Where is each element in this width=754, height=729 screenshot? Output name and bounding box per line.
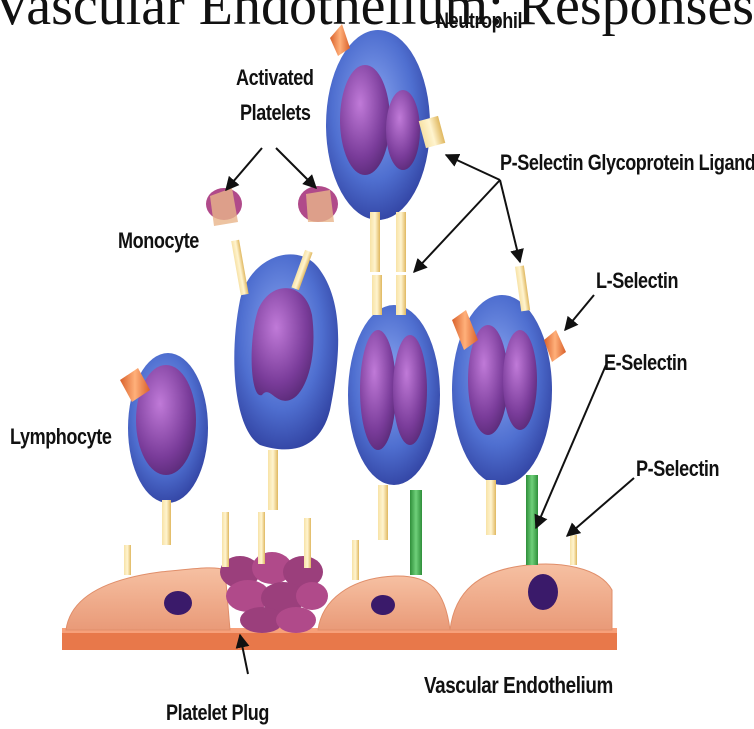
neutrophil-right	[452, 266, 566, 565]
label-neutrophil: Neutrophil	[436, 8, 522, 34]
basement-membrane	[62, 628, 617, 650]
monocyte-cell	[231, 240, 338, 510]
label-l-selectin: L-Selectin	[596, 268, 678, 294]
label-platelet-plug: Platelet Plug	[166, 700, 269, 726]
label-activated-platelets-line1: Activated	[236, 65, 314, 91]
neutrophil-middle	[348, 275, 440, 575]
label-psgl1: P-Selectin Glycoprotein Ligand 1	[500, 150, 754, 176]
neutrophil-top	[326, 24, 445, 272]
platelet-plug	[220, 552, 328, 633]
label-lymphocyte: Lymphocyte	[10, 424, 112, 450]
endothelial-cells	[66, 564, 612, 630]
lymphocyte-cell	[120, 353, 208, 545]
label-p-selectin: P-Selectin	[636, 456, 719, 482]
activated-platelets	[206, 186, 338, 226]
label-monocyte: Monocyte	[118, 228, 199, 254]
label-vascular-endothelium: Vascular Endothelium	[424, 672, 613, 699]
label-e-selectin: E-Selectin	[604, 350, 687, 376]
label-activated-platelets-line2: Platelets	[240, 100, 311, 126]
